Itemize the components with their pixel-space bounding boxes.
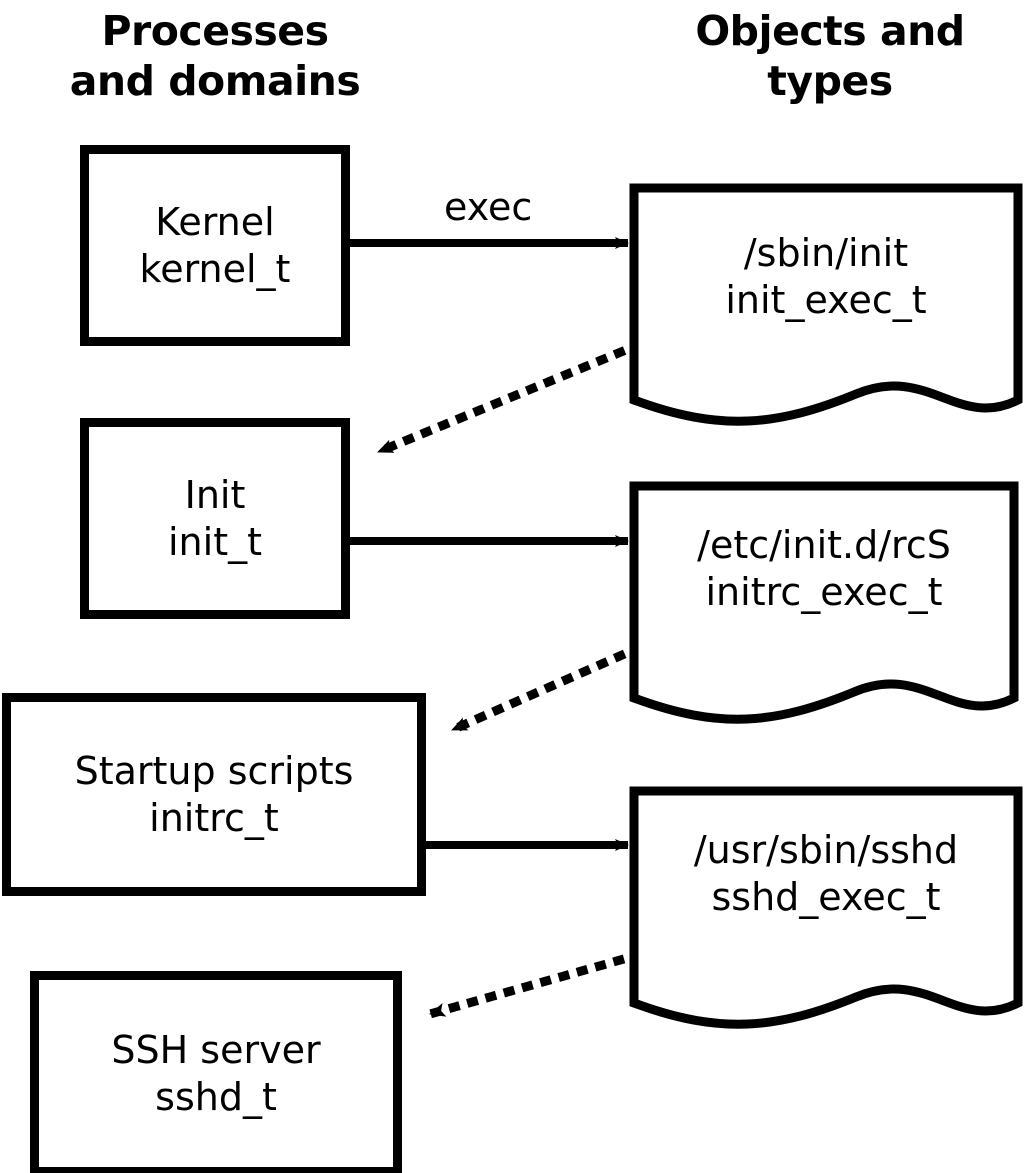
column-header-processes-and-domains: Processes and domains xyxy=(69,7,361,105)
document-shape-usr-sbin-sshd[interactable]: /usr/sbin/sshd sshd_exec_t xyxy=(628,785,1024,1041)
edge-rcs-to-startup-scripts xyxy=(446,642,644,736)
process-box-ssh-server-name: SSH server xyxy=(111,1027,321,1072)
process-box-ssh-server[interactable]: SSH server sshd_t xyxy=(30,971,402,1173)
edge-sbin-init-to-init xyxy=(372,339,644,458)
process-box-kernel-name: Kernel xyxy=(155,199,275,244)
edge-label-exec: exec xyxy=(444,185,533,229)
process-box-kernel-type: kernel_t xyxy=(139,246,291,291)
document-shape-etc-initd-rcs[interactable]: /etc/init.d/rcS initrc_exec_t xyxy=(628,480,1020,736)
process-box-init-name: Init xyxy=(184,472,246,517)
edge-sshd-to-ssh-server xyxy=(424,949,644,1020)
process-box-init[interactable]: Init init_t xyxy=(80,418,350,619)
document-shape-sbin-init[interactable]: /sbin/init init_exec_t xyxy=(628,182,1024,438)
process-box-kernel[interactable]: Kernel kernel_t xyxy=(80,145,350,346)
process-box-init-type: init_t xyxy=(168,519,262,564)
column-header-objects-and-types: Objects and types xyxy=(695,7,965,105)
process-box-ssh-server-type: sshd_t xyxy=(155,1074,277,1119)
process-box-startup-scripts-type: initrc_t xyxy=(149,795,279,840)
process-box-startup-scripts-name: Startup scripts xyxy=(74,748,354,793)
process-box-startup-scripts[interactable]: Startup scripts initrc_t xyxy=(2,693,426,896)
